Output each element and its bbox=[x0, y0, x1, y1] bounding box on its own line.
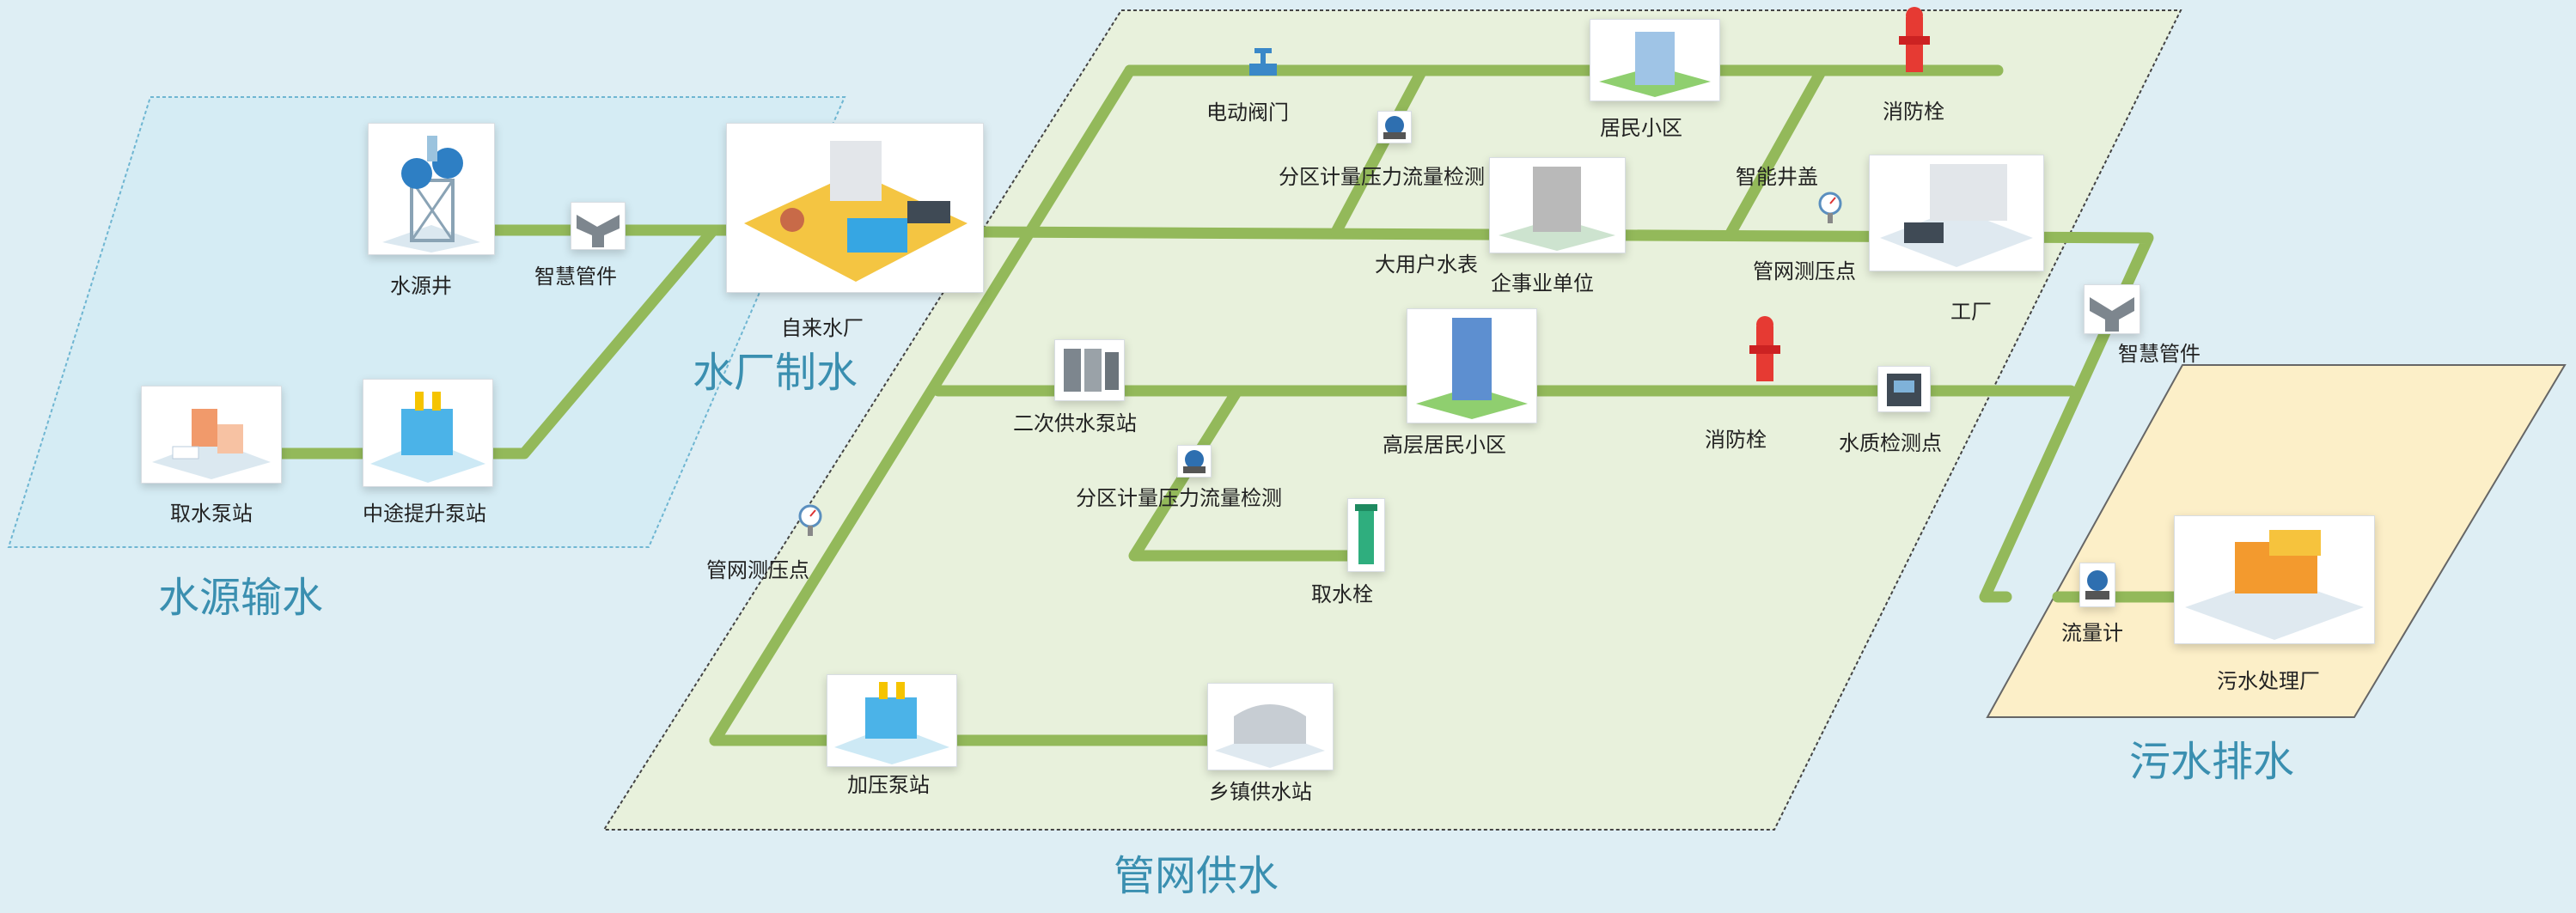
booster-pump-card[interactable] bbox=[827, 674, 957, 767]
water-tower-icon bbox=[382, 136, 480, 253]
smart-cover-label: 智能井盖 bbox=[1736, 165, 1818, 189]
secondary-pump-label: 二次供水泵站 bbox=[1013, 411, 1137, 435]
valve-icon[interactable] bbox=[1246, 46, 1280, 86]
pipe-fitting-icon bbox=[577, 215, 620, 247]
sewage-plant-card[interactable] bbox=[2174, 515, 2375, 644]
flow-meter-label: 流量计 bbox=[2061, 621, 2123, 645]
flow-meter-card[interactable] bbox=[2079, 563, 2115, 607]
sewage-plant-label: 污水处理厂 bbox=[2217, 669, 2320, 693]
water-plant-icon bbox=[744, 141, 968, 282]
pump-unit-icon bbox=[1064, 349, 1119, 392]
highrise-building-icon bbox=[1416, 318, 1528, 419]
hydrant-icon-mid[interactable] bbox=[1748, 314, 1782, 388]
pipe-fitting-icon-2 bbox=[2090, 297, 2134, 332]
booster-pump-label: 加压泵站 bbox=[847, 773, 930, 797]
factory-card[interactable] bbox=[1869, 155, 2044, 271]
plant-zone-title: 水厂制水 bbox=[693, 349, 858, 397]
zone-meter-2-card[interactable] bbox=[1177, 445, 1212, 478]
zone-meter-1-card[interactable] bbox=[1377, 111, 1412, 143]
pump-station-icon bbox=[152, 409, 271, 479]
highrise-card[interactable] bbox=[1407, 308, 1537, 423]
water-station-icon bbox=[1215, 704, 1325, 768]
water-well-card[interactable] bbox=[368, 123, 495, 255]
smart-pipe-1-label: 智慧管件 bbox=[534, 265, 617, 289]
lift-pump-icon bbox=[370, 392, 485, 483]
residential-card[interactable] bbox=[1590, 19, 1720, 101]
relay-pump-card[interactable] bbox=[363, 379, 493, 487]
zone-meter-1-label: 分区计量压力流量检测 bbox=[1279, 165, 1485, 189]
intake-hydrant-card[interactable] bbox=[1347, 498, 1385, 572]
water-well-label: 水源井 bbox=[390, 274, 452, 298]
smart-pipe-1-card[interactable] bbox=[571, 202, 626, 250]
water-plant-card[interactable] bbox=[726, 123, 984, 293]
intake-pump-card[interactable] bbox=[141, 386, 282, 484]
town-station-label: 乡镇供水站 bbox=[1209, 780, 1312, 804]
factory-icon bbox=[1880, 164, 2033, 267]
quality-point-label: 水质检测点 bbox=[1839, 431, 1942, 455]
source-zone-title: 水源输水 bbox=[158, 574, 324, 622]
highrise-label: 高层居民小区 bbox=[1383, 433, 1506, 457]
factory-label: 工厂 bbox=[1950, 300, 1992, 324]
water-quality-monitor-icon bbox=[1887, 374, 1921, 406]
pressure-gauge-icon-2[interactable] bbox=[797, 503, 823, 538]
big-user-meter-label: 大用户水表 bbox=[1375, 253, 1478, 277]
building-icon bbox=[1599, 32, 1711, 97]
hydrant-icon-top[interactable] bbox=[1897, 5, 1932, 79]
flow-meter-icon-2 bbox=[1183, 450, 1206, 473]
flow-meter-icon-3 bbox=[2085, 570, 2109, 600]
smart-pipe-2-card[interactable] bbox=[2084, 284, 2140, 334]
enterprise-label: 企事业单位 bbox=[1491, 271, 1594, 295]
valve-label: 电动阀门 bbox=[1206, 100, 1289, 125]
smart-pipe-2-label: 智慧管件 bbox=[2118, 342, 2201, 366]
pressure-gauge-icon-1[interactable] bbox=[1817, 191, 1843, 225]
flow-meter-icon bbox=[1383, 116, 1406, 139]
town-station-card[interactable] bbox=[1207, 683, 1334, 770]
pressure-point-1-label: 管网测压点 bbox=[1753, 259, 1856, 283]
secondary-pump-card[interactable] bbox=[1054, 339, 1125, 401]
office-building-icon bbox=[1499, 167, 1615, 251]
booster-pump-icon bbox=[834, 682, 949, 764]
network-zone-title: 管网供水 bbox=[1114, 852, 1279, 900]
hydrant-post-icon bbox=[1355, 504, 1377, 564]
intake-hydrant-label: 取水栓 bbox=[1311, 582, 1373, 606]
water-plant-label: 自来水厂 bbox=[781, 316, 864, 340]
hydrant-mid-label: 消防栓 bbox=[1705, 428, 1767, 452]
quality-point-card[interactable] bbox=[1877, 366, 1931, 412]
pressure-point-2-label: 管网测压点 bbox=[706, 558, 809, 582]
sewage-zone-title: 污水排水 bbox=[2129, 738, 2295, 786]
network-zone-plane bbox=[602, 9, 2182, 831]
intake-pump-label: 取水泵站 bbox=[170, 502, 253, 526]
residential-label: 居民小区 bbox=[1600, 116, 1682, 140]
enterprise-card[interactable] bbox=[1489, 157, 1626, 253]
hydrant-top-label: 消防栓 bbox=[1883, 100, 1944, 124]
sewage-plant-icon bbox=[2185, 530, 2364, 640]
relay-pump-label: 中途提升泵站 bbox=[363, 502, 486, 526]
zone-meter-2-label: 分区计量压力流量检测 bbox=[1076, 486, 1282, 510]
